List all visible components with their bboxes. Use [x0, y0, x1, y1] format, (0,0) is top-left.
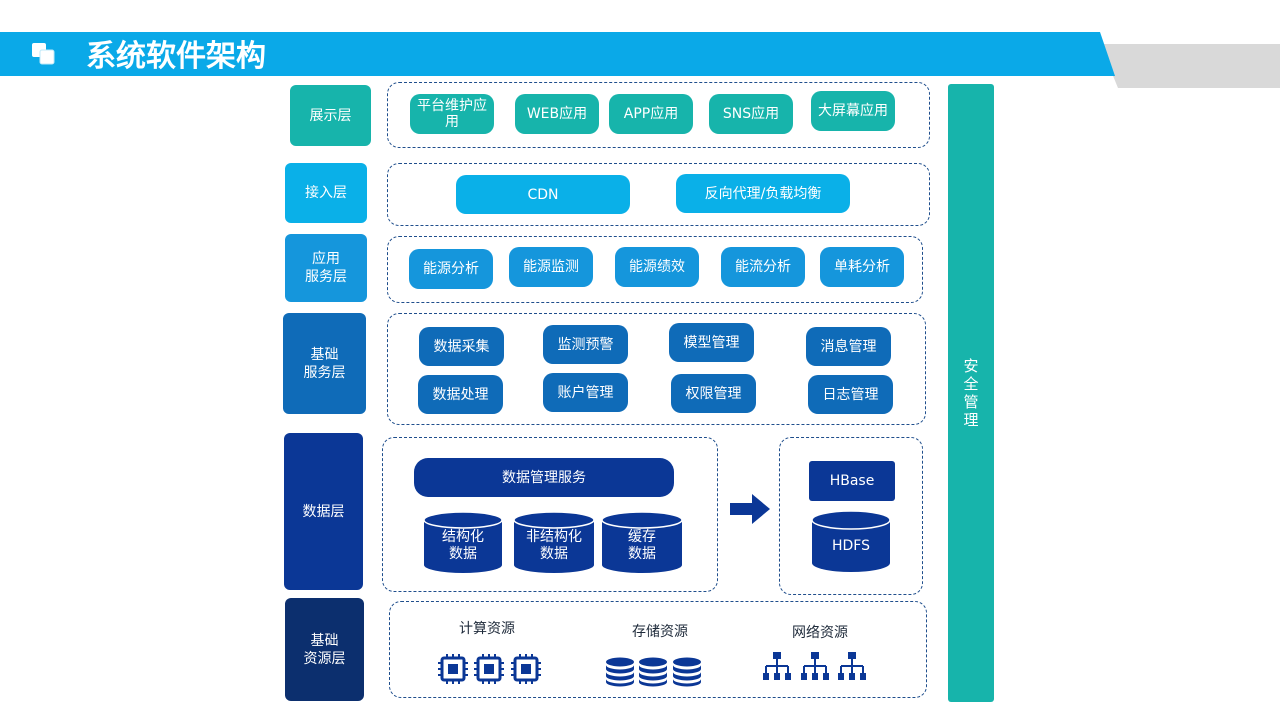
network-resource-label: 网络资源 — [792, 625, 848, 641]
cache-data-label: 缓存 数据 — [628, 529, 656, 562]
pill-energy-performance: 能源绩效 — [615, 247, 699, 287]
network-icon-1 — [762, 651, 792, 681]
app-service-container — [387, 236, 923, 303]
pill-big-screen-app: 大屏幕应用 — [811, 91, 895, 131]
security-management-bar: 安 全 管 理 — [948, 84, 994, 702]
arrow-right-icon — [730, 494, 770, 524]
cpu-icon-3 — [509, 652, 543, 686]
storage-icon-2 — [639, 657, 667, 687]
pill-web-app: WEB应用 — [515, 94, 599, 134]
page-title: 系统软件架构 — [86, 39, 266, 74]
pill-data-management-service: 数据管理服务 — [414, 458, 674, 497]
pill-sns-app: SNS应用 — [709, 94, 793, 134]
network-icon-3 — [837, 651, 867, 681]
layer-label-base-service: 基础 服务层 — [283, 313, 366, 414]
pill-data-processing: 数据处理 — [418, 375, 503, 414]
pill-model-management: 模型管理 — [669, 323, 754, 362]
pill-account-management: 账户管理 — [543, 373, 628, 412]
compute-resource-label: 计算资源 — [459, 621, 515, 637]
security-label: 安 全 管 理 — [963, 357, 979, 429]
pill-platform-maintenance: 平台维护应用 — [410, 94, 494, 134]
cache-data-cylinder — [601, 511, 683, 573]
structured-data-cylinder — [423, 511, 503, 573]
layer-label-app-service: 应用 服务层 — [285, 234, 367, 302]
cpu-icon-2 — [472, 652, 506, 686]
data-right-container — [779, 437, 923, 595]
layer-label-access: 接入层 — [285, 163, 367, 223]
pill-permission-management: 权限管理 — [671, 374, 756, 413]
pill-log-management: 日志管理 — [808, 375, 893, 414]
storage-icon-1 — [606, 657, 634, 687]
infra-container — [389, 601, 927, 698]
layer-label-presentation: 展示层 — [290, 85, 371, 146]
pill-energy-flow-analysis: 能流分析 — [721, 247, 805, 287]
network-icon-2 — [800, 651, 830, 681]
pill-cdn: CDN — [456, 175, 630, 214]
access-container — [387, 163, 930, 226]
structured-data-label: 结构化 数据 — [442, 529, 484, 562]
pill-data-collection: 数据采集 — [419, 327, 504, 366]
pill-message-management: 消息管理 — [806, 327, 891, 366]
pill-energy-analysis: 能源分析 — [409, 249, 493, 289]
storage-resource-label: 存储资源 — [632, 624, 688, 640]
hdfs-cylinder — [811, 510, 891, 572]
hbase-box: HBase — [809, 461, 895, 501]
pill-monitoring-alert: 监测预警 — [543, 325, 628, 364]
title-banner-bg — [0, 32, 1280, 88]
presentation-container — [387, 82, 930, 148]
layer-label-infra: 基础 资源层 — [285, 598, 364, 701]
unstructured-data-label: 非结构化 数据 — [526, 529, 582, 562]
cpu-icon-1 — [436, 652, 470, 686]
storage-icon-3 — [673, 657, 701, 687]
pill-unit-consumption-analysis: 单耗分析 — [820, 247, 904, 287]
data-left-container — [382, 437, 718, 592]
hdfs-label: HDFS — [831, 538, 870, 554]
pill-app-app: APP应用 — [609, 94, 693, 134]
base-service-container — [387, 313, 926, 425]
pill-energy-monitoring: 能源监测 — [509, 247, 593, 287]
layer-label-data: 数据层 — [284, 433, 363, 590]
unstructured-data-cylinder — [513, 511, 595, 573]
pill-reverse-proxy-load-balancer: 反向代理/负载均衡 — [676, 174, 850, 213]
